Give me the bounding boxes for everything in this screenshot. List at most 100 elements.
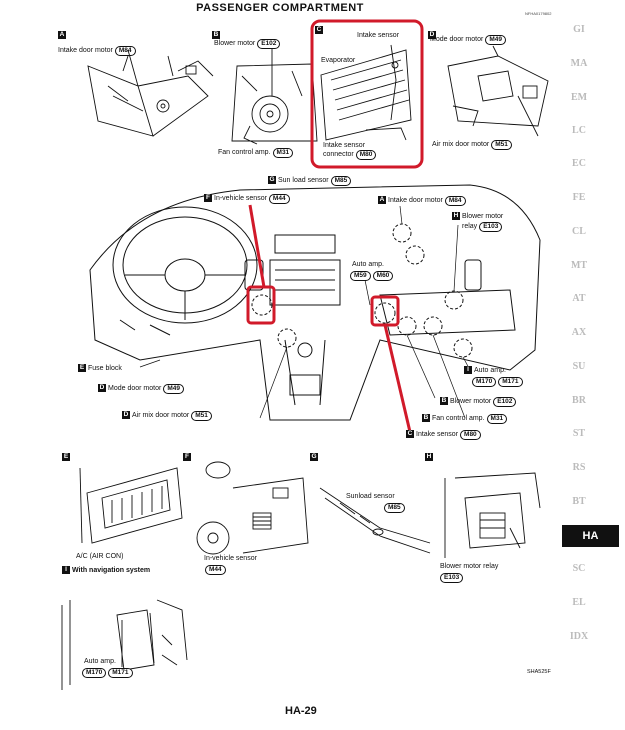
sunload-sensor-badge-row: M85 — [382, 503, 405, 513]
intake-door-motor-drawing — [87, 49, 214, 137]
dashboard-drawing — [89, 184, 541, 433]
section-tab-br[interactable]: BR — [572, 395, 586, 406]
section-tab-st[interactable]: ST — [572, 428, 586, 439]
panel-c: C Intake sensor Evaporator Intake sensor… — [310, 19, 424, 169]
section-tab-su[interactable]: SU — [572, 361, 586, 372]
section-tab-rs[interactable]: RS — [572, 462, 586, 473]
panel-letter: D — [98, 384, 106, 393]
panel-letter: I — [464, 366, 472, 375]
ac-air-con-label: A/C (AIR CON) — [76, 553, 124, 560]
connector-badge: M80 — [355, 150, 377, 160]
panel-letter: H — [452, 212, 460, 221]
panel-letter: D — [122, 411, 130, 420]
figure-reference: SHA525F — [527, 669, 551, 675]
intake-sensor-connector-label-1: Intake sensor — [323, 142, 366, 149]
connector-badge: M44 — [205, 565, 226, 575]
panel-letter: C — [406, 430, 414, 439]
section-tab-fe[interactable]: FE — [572, 192, 586, 203]
panel-e: E A/C (AIR CON) — [62, 448, 183, 563]
panel-letter: D — [428, 30, 436, 39]
connector-badge: M170 — [82, 668, 107, 678]
panel-letter: A — [58, 30, 66, 39]
panel-f: F In-vehicle sensor M44 — [183, 448, 309, 578]
page-title: PASSENGER COMPARTMENT — [196, 2, 364, 14]
sunload-sensor-drawing — [319, 487, 431, 554]
connector-badge: M59 — [350, 271, 371, 281]
connector-badge: M49 — [163, 384, 184, 394]
connector-badge: M60 — [372, 271, 394, 281]
panel-letter: B — [212, 30, 220, 39]
connector-badge: M84 — [114, 46, 136, 56]
panel-letter: A — [378, 196, 386, 205]
panel-letter: B — [440, 397, 448, 406]
section-tab-lc[interactable]: LC — [572, 125, 586, 136]
section-tab-ec[interactable]: EC — [572, 158, 586, 169]
section-tab-cl[interactable]: CL — [572, 226, 586, 237]
evaporator-label: Evaporator — [321, 57, 356, 64]
blower-motor-drawing — [231, 48, 318, 145]
connector-badge: M170 — [472, 377, 497, 387]
section-tab-ma[interactable]: MA — [570, 58, 588, 69]
in-vehicle-sensor-badge-row: M44 — [203, 565, 226, 575]
connector-badge: M85 — [384, 503, 405, 513]
connector-badge: M31 — [486, 414, 508, 424]
connector-badge: M85 — [330, 176, 352, 186]
panel-letter: C — [315, 26, 323, 34]
section-tab-ha[interactable]: HA — [562, 525, 619, 547]
panel-letter: F — [183, 452, 191, 461]
section-tab-idx[interactable]: IDX — [569, 631, 589, 642]
panel-letter: E — [78, 364, 86, 373]
section-tab-em[interactable]: EM — [570, 92, 588, 103]
panel-letter: B — [422, 414, 430, 423]
panel-letter: I — [62, 566, 70, 575]
connector-badge: E103 — [479, 222, 503, 232]
connector-badge: M44 — [268, 194, 290, 204]
connector-badge: E102 — [493, 397, 517, 407]
connector-badge: M171 — [498, 377, 523, 387]
connector-badge: M51 — [491, 140, 512, 150]
section-tab-at[interactable]: AT — [572, 293, 586, 304]
highlight-frame — [310, 19, 424, 169]
panel-h: H Blower motor relay E103 — [425, 448, 545, 588]
section-tab-mt[interactable]: MT — [570, 260, 588, 271]
connector-badge: M80 — [460, 430, 481, 440]
intake-sensor-label: Intake sensor — [357, 32, 400, 39]
sunload-sensor-label: Sunload sensor — [346, 493, 395, 500]
connector-badge: M49 — [485, 35, 506, 45]
connector-badge: E102 — [257, 39, 281, 49]
panel-letter: E — [62, 452, 70, 461]
panel-letter: H — [425, 452, 433, 461]
fan-control-amp-label: Fan control amp.M31 — [218, 148, 294, 158]
intake-door-motor-marker — [392, 223, 412, 243]
section-tab-el[interactable]: EL — [572, 597, 586, 608]
section-tab-ax[interactable]: AX — [571, 327, 587, 338]
section-tab-sc[interactable]: SC — [572, 563, 586, 574]
connector-badge: M171 — [108, 668, 133, 678]
panel-g: G Sunload sensor M85 — [310, 448, 431, 558]
in-vehicle-sensor-panel-label: In-vehicle sensor — [204, 555, 257, 562]
section-tab-bt[interactable]: BT — [572, 496, 586, 507]
panel-letter: G — [268, 176, 276, 185]
blower-motor-relay-badge-row: E103 — [438, 573, 464, 583]
section-tab-gi[interactable]: GI — [573, 24, 585, 35]
auto-amp-label: Auto amp. — [352, 261, 384, 268]
